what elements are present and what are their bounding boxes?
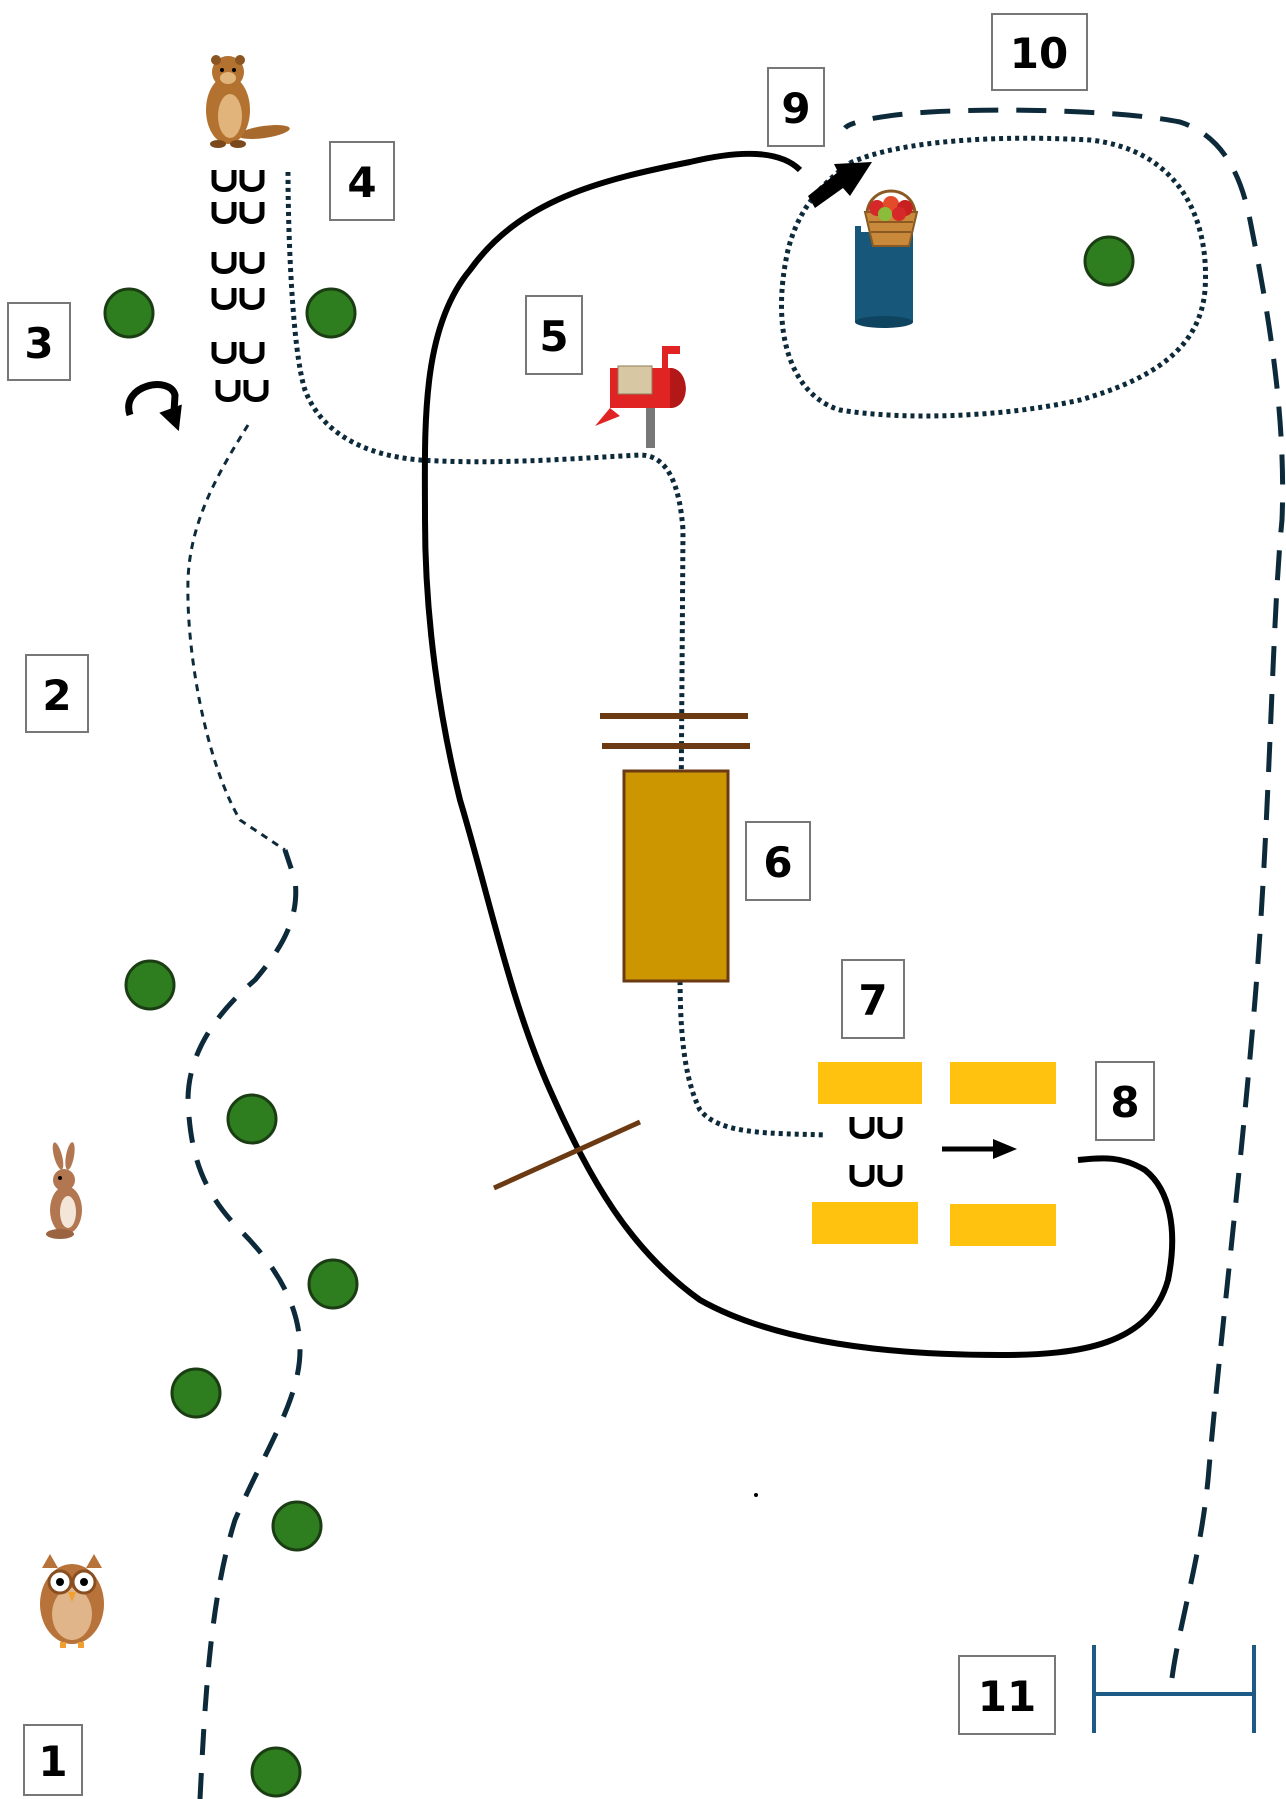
- marker-5: 5: [525, 295, 583, 375]
- marker-3: 3: [7, 302, 71, 381]
- hay-bale: [818, 1062, 922, 1104]
- hay-bale: [812, 1202, 918, 1244]
- direction-arrow: [942, 1139, 1017, 1159]
- marker-8: 8: [1095, 1061, 1155, 1141]
- horseshoe-icon: [214, 288, 262, 308]
- marker-5-label: 5: [539, 312, 568, 361]
- marker-9-label: 9: [781, 84, 810, 133]
- marker-1-label: 1: [38, 1737, 67, 1786]
- marker-8-label: 8: [1110, 1078, 1139, 1127]
- horseshoe-icon: [214, 252, 262, 272]
- heavy-dashed-trail-right: [843, 107, 1286, 1679]
- arrow-to-loop: [808, 162, 872, 208]
- mailbox-icon: [595, 346, 686, 448]
- horseshoe-icon: [852, 1117, 900, 1137]
- hay-bale: [950, 1204, 1056, 1246]
- apple-basket-icon: [863, 189, 919, 247]
- log-obstacle: [492, 1119, 642, 1191]
- marker-6: 6: [745, 821, 811, 901]
- bridge-box: [622, 769, 730, 983]
- rabbit-icon: [46, 1142, 82, 1239]
- marker-11-label: 11: [978, 1672, 1036, 1721]
- dotted-loop: [779, 135, 1209, 419]
- marker-1: 1: [23, 1724, 83, 1796]
- marker-10-label: 10: [1010, 29, 1068, 78]
- marker-2-label: 2: [42, 671, 71, 720]
- tree: [124, 959, 176, 1011]
- finish-line: [1092, 1645, 1256, 1733]
- tree: [103, 287, 155, 339]
- trees: [103, 235, 1135, 1798]
- horseshoe-icon: [218, 380, 266, 400]
- tree: [170, 1367, 222, 1419]
- heavy-dashed-trail-left: [185, 849, 303, 1799]
- marker-9: 9: [767, 67, 825, 147]
- stray-dot: [754, 1493, 758, 1497]
- tree: [305, 287, 357, 339]
- marker-2: 2: [25, 654, 89, 733]
- marker-4: 4: [329, 141, 395, 221]
- tree: [250, 1746, 302, 1798]
- u-turn-arrow-icon: [125, 381, 182, 432]
- marker-11: 11: [958, 1655, 1056, 1735]
- horseshoe-icon: [214, 202, 262, 222]
- hay-bale: [950, 1062, 1056, 1104]
- tree: [271, 1500, 323, 1552]
- beaver-icon: [206, 55, 290, 148]
- solid-route: [421, 150, 1176, 1359]
- owl-icon: [40, 1554, 104, 1648]
- marker-7: 7: [841, 959, 905, 1039]
- marker-6-label: 6: [763, 838, 792, 887]
- tree: [307, 1258, 359, 1310]
- tree: [226, 1093, 278, 1145]
- horseshoe-icon: [214, 342, 262, 362]
- marker-7-label: 7: [858, 976, 887, 1025]
- horseshoe-icon: [852, 1165, 900, 1185]
- horseshoe-icon: [214, 170, 262, 190]
- marker-3-label: 3: [24, 319, 53, 368]
- tree: [1083, 235, 1135, 287]
- thin-dashed-trail: [186, 424, 286, 852]
- marker-4-label: 4: [347, 158, 376, 207]
- marker-10: 10: [991, 13, 1088, 91]
